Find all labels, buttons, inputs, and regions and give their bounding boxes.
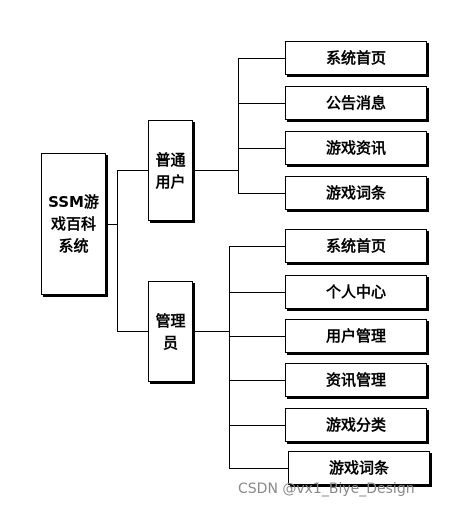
leaf-node-label: 游戏词条 [328,459,389,477]
leaf-node-label: 公告消息 [325,94,386,112]
leaf-node: 个人中心 [285,275,427,309]
leaf-node: 游戏词条 [288,451,430,485]
watermark-text: CSDN @vx1_Biye_Design [238,481,415,497]
leaf-node: 游戏资讯 [285,131,427,165]
leaf-node-label: 系统首页 [325,49,386,67]
group1-branch-1 [238,58,285,59]
group1-out-connector [193,170,238,171]
group-node-regular-user: 普通用户 [148,120,193,221]
leaf-node-label: 系统首页 [325,237,386,255]
leaf-node: 资讯管理 [285,363,427,397]
group2-branch-6 [229,468,288,469]
leaf-node-label: 游戏资讯 [325,139,386,157]
group1-in-connector [117,170,148,171]
leaf-node: 公告消息 [285,86,427,120]
group2-trunk [229,246,230,468]
group2-branch-2 [229,292,285,293]
group-node-admin: 管理员 [148,281,193,382]
group2-in-connector [117,331,148,332]
root-node-label: SSM游戏百科系统 [48,193,99,255]
leaf-node: 系统首页 [285,41,427,75]
group2-branch-5 [229,425,285,426]
group-node-label: 管理员 [155,311,186,352]
group2-branch-3 [229,336,285,337]
group2-branch-4 [229,380,285,381]
leaf-node-label: 游戏词条 [325,184,386,202]
leaf-node-label: 游戏分类 [325,416,386,434]
root-trunk [117,170,118,331]
leaf-node: 游戏词条 [285,176,427,210]
leaf-node: 用户管理 [285,319,427,353]
leaf-node-label: 个人中心 [325,283,386,301]
leaf-node: 系统首页 [285,229,427,263]
root-node: SSM游戏百科系统 [41,153,106,295]
leaf-node-label: 用户管理 [325,327,386,345]
group-node-label: 普通用户 [155,150,186,191]
root-connector [106,224,117,225]
group1-branch-2 [238,103,285,104]
group2-out-connector [193,331,229,332]
group2-branch-1 [229,246,285,247]
leaf-node-label: 资讯管理 [325,371,386,389]
group1-branch-3 [238,148,285,149]
group1-trunk [238,58,239,194]
group1-branch-4 [238,193,285,194]
leaf-node: 游戏分类 [285,408,427,442]
